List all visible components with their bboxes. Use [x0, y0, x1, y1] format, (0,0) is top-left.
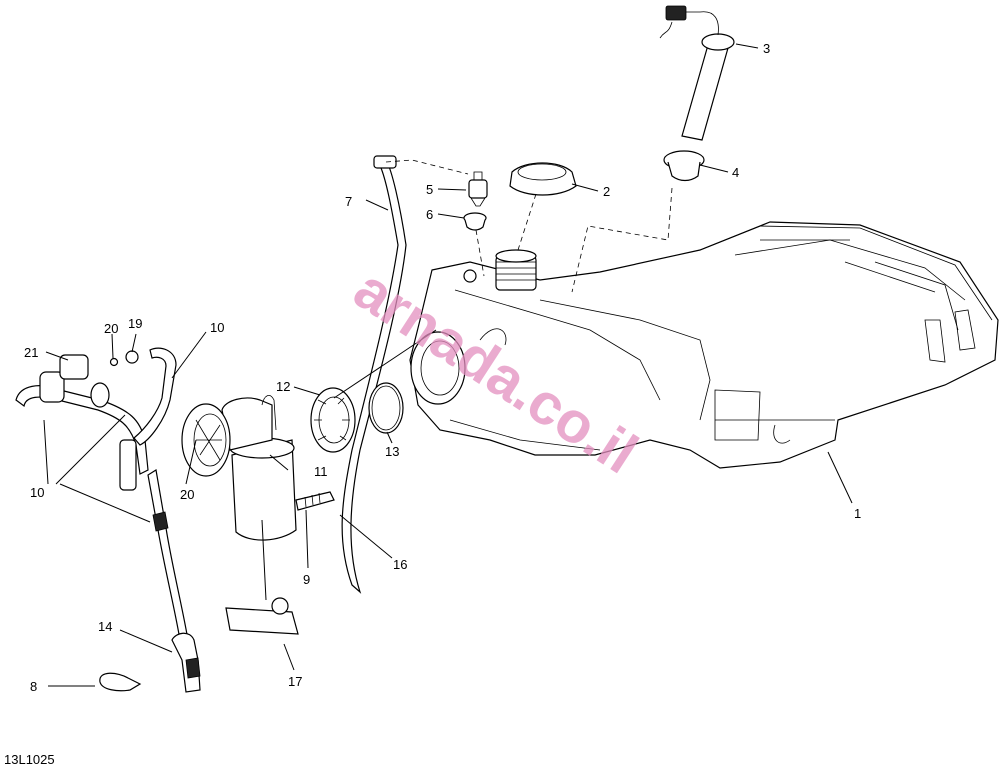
- rollover-valve: [468, 171, 488, 207]
- callout-11: 11: [314, 464, 328, 479]
- callout-16: 16: [393, 557, 407, 572]
- callout-17: 17: [288, 674, 302, 689]
- fuel-filter: [225, 597, 299, 635]
- fuel-level-sender: [659, 5, 735, 141]
- leader-lines: [43, 43, 853, 687]
- callout-4: 4: [732, 165, 739, 180]
- callout-9: 9: [303, 572, 310, 587]
- fuel-pump-module: [181, 395, 335, 541]
- callout-1: 1: [854, 506, 861, 521]
- callout-10b: 10: [30, 485, 44, 500]
- filler-cap: [509, 162, 577, 196]
- callout-19: 19: [128, 316, 142, 331]
- lock-ring: [310, 387, 356, 453]
- callout-8: 8: [30, 679, 37, 694]
- callout-3: 3: [763, 41, 770, 56]
- callout-21: 21: [24, 345, 38, 360]
- diagram-reference: 13L1025: [4, 752, 55, 767]
- sender-grommet: [663, 150, 705, 182]
- fuel-hoses: [15, 347, 201, 693]
- valve-grommet: [463, 212, 487, 231]
- callout-labels: 1 2 3 4 5 6 7 8 9 10 10 11 12 13 14 16 1…: [24, 41, 861, 694]
- callout-6: 6: [426, 207, 433, 222]
- vent-hose: [341, 155, 407, 594]
- callout-14: 14: [98, 619, 112, 634]
- callout-20b: 20: [180, 487, 194, 502]
- callout-20a: 20: [104, 321, 118, 336]
- callout-12: 12: [276, 379, 290, 394]
- callout-5: 5: [426, 182, 433, 197]
- fuel-tank: [409, 221, 999, 469]
- assembly-guides: [385, 159, 673, 293]
- clamp: [99, 672, 142, 692]
- callout-13: 13: [385, 444, 399, 459]
- o-ring: [368, 382, 404, 434]
- callout-2: 2: [603, 184, 610, 199]
- callout-7: 7: [345, 194, 352, 209]
- callout-10a: 10: [210, 320, 224, 335]
